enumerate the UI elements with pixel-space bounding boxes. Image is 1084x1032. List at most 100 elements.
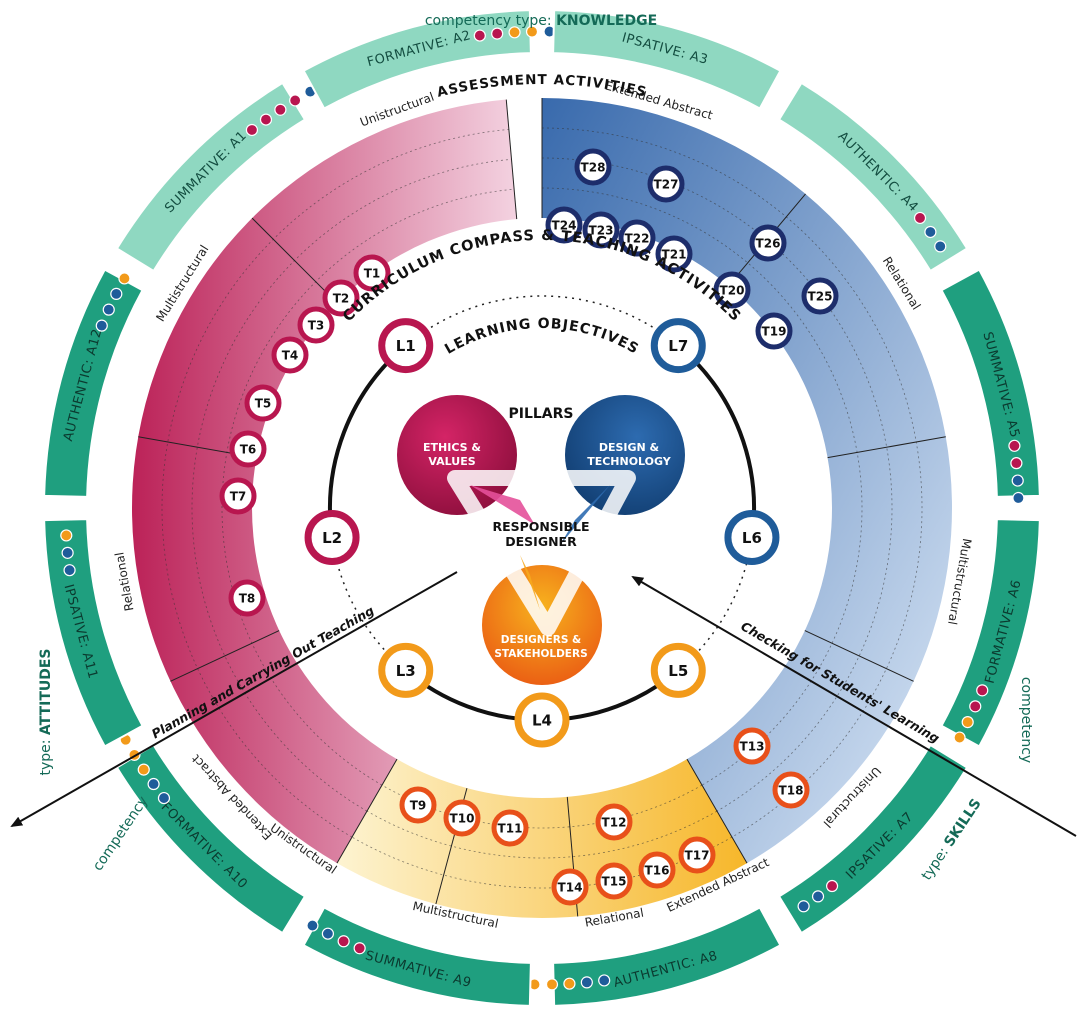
teaching-activity-t17[interactable]: T17 bbox=[678, 836, 716, 874]
teaching-node[interactable] bbox=[574, 148, 612, 186]
teaching-activity-t8[interactable]: T8 bbox=[228, 579, 266, 617]
teaching-activity-t4[interactable]: T4 bbox=[271, 336, 309, 374]
competency-dot bbox=[61, 546, 74, 559]
teaching-node[interactable] bbox=[271, 336, 309, 374]
competency-dot bbox=[306, 919, 319, 932]
competency-dot bbox=[147, 777, 160, 791]
teaching-activity-t25[interactable]: T25 bbox=[801, 277, 839, 315]
level-separator bbox=[804, 630, 914, 682]
teaching-activity-t22[interactable]: T22 bbox=[618, 219, 656, 257]
competency-dot bbox=[1008, 439, 1021, 452]
competency-dot bbox=[924, 225, 937, 239]
teaching-activity-t18[interactable]: T18 bbox=[772, 771, 810, 809]
objective-node[interactable] bbox=[650, 318, 706, 374]
teaching-activity-t15[interactable]: T15 bbox=[595, 862, 633, 900]
teaching-node[interactable] bbox=[399, 786, 437, 824]
teaching-label: T7 bbox=[230, 490, 247, 504]
teaching-activity-t7[interactable]: T7 bbox=[219, 477, 257, 515]
objective-l4[interactable]: L4 bbox=[514, 692, 570, 748]
objective-label: L5 bbox=[668, 662, 688, 680]
teaching-activity-t26[interactable]: T26 bbox=[749, 224, 787, 262]
teaching-node[interactable] bbox=[297, 306, 335, 344]
teaching-activity-t3[interactable]: T3 bbox=[297, 306, 335, 344]
competency-dot bbox=[274, 103, 287, 116]
teaching-activity-t10[interactable]: T10 bbox=[443, 799, 481, 837]
teaching-activity-t21[interactable]: T21 bbox=[655, 235, 693, 273]
objective-node[interactable] bbox=[304, 510, 360, 566]
teaching-node[interactable] bbox=[772, 771, 810, 809]
teaching-activity-t12[interactable]: T12 bbox=[595, 803, 633, 841]
pillar-label: DESIGNERS & bbox=[501, 634, 581, 646]
teaching-node[interactable] bbox=[713, 271, 751, 309]
teaching-label: T20 bbox=[720, 284, 745, 298]
compass-band bbox=[542, 98, 952, 864]
teaching-activity-t14[interactable]: T14 bbox=[551, 868, 589, 906]
teaching-label: T10 bbox=[450, 812, 475, 826]
teaching-activity-t27[interactable]: T27 bbox=[647, 165, 685, 203]
teaching-node[interactable] bbox=[582, 211, 620, 249]
teaching-node[interactable] bbox=[638, 851, 676, 889]
teaching-node[interactable] bbox=[219, 477, 257, 515]
level-separator bbox=[686, 758, 748, 864]
teaching-node[interactable] bbox=[551, 868, 589, 906]
teaching-node[interactable] bbox=[353, 254, 391, 292]
teaching-label: T5 bbox=[255, 397, 272, 411]
competency-dot bbox=[337, 935, 350, 948]
teaching-activity-t24[interactable]: T24 bbox=[545, 206, 583, 244]
objective-label: L2 bbox=[322, 529, 342, 547]
teaching-node[interactable] bbox=[595, 803, 633, 841]
teaching-activity-t2[interactable]: T2 bbox=[322, 279, 360, 317]
objective-l1[interactable]: L1 bbox=[378, 318, 434, 374]
objective-node[interactable] bbox=[724, 510, 780, 566]
objective-l7[interactable]: L7 bbox=[650, 318, 706, 374]
teaching-node[interactable] bbox=[595, 862, 633, 900]
teaching-label: T16 bbox=[645, 864, 670, 878]
teaching-node[interactable] bbox=[755, 312, 793, 350]
objective-node[interactable] bbox=[378, 642, 434, 698]
teaching-node[interactable] bbox=[545, 206, 583, 244]
teaching-node[interactable] bbox=[228, 579, 266, 617]
teaching-label: T4 bbox=[282, 349, 299, 363]
teaching-node[interactable] bbox=[618, 219, 656, 257]
teaching-node[interactable] bbox=[229, 430, 267, 468]
teaching-node[interactable] bbox=[443, 799, 481, 837]
teaching-node[interactable] bbox=[655, 235, 693, 273]
teaching-activity-t28[interactable]: T28 bbox=[574, 148, 612, 186]
teaching-activity-t6[interactable]: T6 bbox=[229, 430, 267, 468]
teaching-node[interactable] bbox=[491, 809, 529, 847]
competency-dot bbox=[598, 974, 611, 987]
teaching-activity-t16[interactable]: T16 bbox=[638, 851, 676, 889]
objective-l5[interactable]: L5 bbox=[650, 642, 706, 698]
teaching-node[interactable] bbox=[733, 727, 771, 765]
teaching-node[interactable] bbox=[678, 836, 716, 874]
teaching-activity-t23[interactable]: T23 bbox=[582, 211, 620, 249]
teaching-node[interactable] bbox=[322, 279, 360, 317]
teaching-activity-t11[interactable]: T11 bbox=[491, 809, 529, 847]
teaching-node[interactable] bbox=[801, 277, 839, 315]
competency-dot bbox=[580, 976, 593, 989]
level-separator bbox=[251, 217, 338, 304]
competency-dot bbox=[157, 791, 171, 805]
teaching-activity-t5[interactable]: T5 bbox=[244, 384, 282, 422]
teaching-node[interactable] bbox=[244, 384, 282, 422]
teaching-node[interactable] bbox=[749, 224, 787, 262]
teaching-node[interactable] bbox=[647, 165, 685, 203]
objective-l3[interactable]: L3 bbox=[378, 642, 434, 698]
objective-node[interactable] bbox=[514, 692, 570, 748]
teaching-activity-t1[interactable]: T1 bbox=[353, 254, 391, 292]
teaching-activity-t19[interactable]: T19 bbox=[755, 312, 793, 350]
objective-node[interactable] bbox=[650, 642, 706, 698]
objective-l2[interactable]: L2 bbox=[304, 510, 360, 566]
teaching-label: T6 bbox=[240, 443, 257, 457]
objective-node[interactable] bbox=[378, 318, 434, 374]
objective-label: L6 bbox=[742, 529, 762, 547]
level-divider bbox=[541, 127, 923, 838]
teaching-activity-t13[interactable]: T13 bbox=[733, 727, 771, 765]
teaching-activity-t20[interactable]: T20 bbox=[713, 271, 751, 309]
competency-knowledge-label: competency type: KNOWLEDGE bbox=[425, 13, 657, 29]
objective-l6[interactable]: L6 bbox=[724, 510, 780, 566]
competency-dot bbox=[1011, 474, 1024, 487]
teaching-activity-t9[interactable]: T9 bbox=[399, 786, 437, 824]
